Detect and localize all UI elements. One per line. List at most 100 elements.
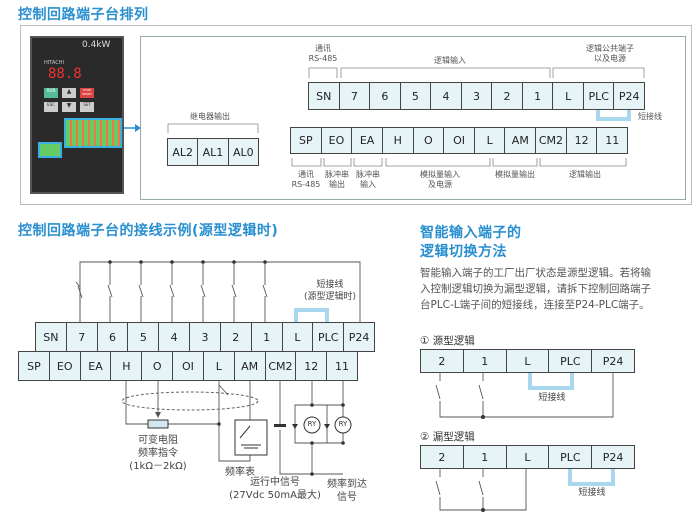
terminal: P24 <box>592 446 634 468</box>
terminal: 11 <box>327 352 357 380</box>
terminal: 3 <box>190 323 221 351</box>
terminal: AL0 <box>228 139 258 165</box>
terminal: 1 <box>463 350 507 372</box>
terminal: L <box>282 323 314 351</box>
label-comm-bottom: 通讯 RS-485 <box>291 170 321 189</box>
label-logic-in: 逻辑输入 <box>434 56 466 65</box>
relay-ry-1: RY <box>307 420 317 428</box>
label-relay-out: 继电器输出 <box>190 112 230 121</box>
terminal: EO <box>49 352 81 380</box>
terminal: 6 <box>370 83 401 109</box>
terminal: SN <box>36 323 67 351</box>
terminal: 4 <box>431 83 462 109</box>
freq-signal-label: 频率到达 信号 <box>327 479 367 503</box>
terminal-layout-panel <box>140 36 686 200</box>
terminal: OI <box>173 352 204 380</box>
section3-title-line2: 逻辑切换方法 <box>420 244 507 260</box>
terminal: 5 <box>128 323 160 351</box>
terminal: 1 <box>522 83 554 109</box>
terminal: EO <box>321 128 353 153</box>
terminal: AM <box>234 352 266 380</box>
terminal: EA <box>80 352 112 380</box>
sink-logic-title: ② 漏型逻辑 <box>420 431 475 443</box>
terminal: OI <box>444 128 475 153</box>
source-logic-title: ① 源型逻辑 <box>420 335 475 347</box>
relay-ry-2: RY <box>338 420 348 428</box>
terminal: P24 <box>592 350 634 372</box>
terminal: 12 <box>566 128 598 153</box>
terminal: 12 <box>296 352 328 380</box>
up-key: ▲ <box>62 88 76 98</box>
resistor-label: 可变电阻 频率指令 (1kΩ－2kΩ) <box>129 435 187 472</box>
terminal-block-highlight <box>64 118 122 148</box>
label-jumper: 短接线 <box>638 112 662 121</box>
label-analog-in: 模拟量输入 及电源 <box>420 170 460 189</box>
label-common: 逻辑公共端子 以及电源 <box>586 44 634 63</box>
terminal: PLC <box>583 83 615 109</box>
label-logic-out: 逻辑输出 <box>569 170 601 179</box>
meter-label: 频率表 <box>225 467 255 478</box>
section3-body: 智能输入端子的工厂出厂状态是源型逻辑。若将输入控制逻辑切换为漏型逻辑，请拆下控制… <box>420 267 651 311</box>
terminal: SN <box>309 83 340 109</box>
source-jumper-label: 短接线 <box>538 393 566 403</box>
label-pulse-out: 脉冲串 输出 <box>325 170 349 189</box>
terminal: 2 <box>492 83 523 109</box>
section3-title-line1: 智能输入端子的 <box>420 225 522 241</box>
terminal: EA <box>352 128 383 153</box>
inverter-photo: HITACHI 0.4kW 88.8 RUN ▲ STOP RESET ESC … <box>30 36 124 194</box>
relay-block-highlight <box>38 142 62 158</box>
terminal: P24 <box>614 83 645 109</box>
terminal: O <box>142 352 174 380</box>
terminal: PLC <box>549 350 593 372</box>
terminal: AL2 <box>168 139 199 165</box>
stop-key: STOP RESET <box>80 88 94 98</box>
terminal: 4 <box>159 323 191 351</box>
label-analog-out: 模拟量输出 <box>495 170 535 179</box>
terminal: L <box>203 352 235 380</box>
terminal: L <box>553 83 584 109</box>
led-display: 88.8 <box>48 66 82 82</box>
terminal: 2 <box>220 323 252 351</box>
terminal: CM2 <box>265 352 297 380</box>
label-pulse-in: 脉冲串 输入 <box>356 170 380 189</box>
terminal: P24 <box>344 323 374 351</box>
terminal: O <box>413 128 445 153</box>
brand-label: HITACHI <box>44 60 64 66</box>
terminal: SP <box>291 128 322 153</box>
terminal: 5 <box>400 83 432 109</box>
terminal: AL1 <box>198 139 229 165</box>
terminal: 7 <box>339 83 371 109</box>
terminal: H <box>111 352 143 380</box>
terminal: PLC <box>313 323 345 351</box>
down-key: ▼ <box>62 102 76 112</box>
run-key: RUN <box>44 88 58 98</box>
terminal: AM <box>505 128 537 153</box>
terminal: 2 <box>421 446 464 468</box>
terminal: 3 <box>461 83 493 109</box>
section2-title: 控制回路端子台的接线示例(源型逻辑时) <box>18 223 279 239</box>
terminal: 6 <box>97 323 129 351</box>
terminal: PLC <box>549 446 593 468</box>
model-label: 0.4kW <box>82 40 111 50</box>
terminal: L <box>506 350 550 372</box>
sink-jumper-label: 短接线 <box>578 488 606 498</box>
terminal: H <box>382 128 414 153</box>
terminal: 1 <box>251 323 283 351</box>
jumper-label: 短接线 (源型逻辑时) <box>303 280 357 302</box>
label-comm-top: 通讯 RS-485 <box>308 44 338 63</box>
terminal: 2 <box>421 350 464 372</box>
terminal: L <box>474 128 506 153</box>
esc-key: ESC <box>44 102 58 112</box>
terminal: L <box>506 446 550 468</box>
section1-title: 控制回路端子台排列 <box>18 7 149 23</box>
terminal: CM2 <box>536 128 567 153</box>
terminal: SP <box>19 352 50 380</box>
terminal: 7 <box>66 323 98 351</box>
